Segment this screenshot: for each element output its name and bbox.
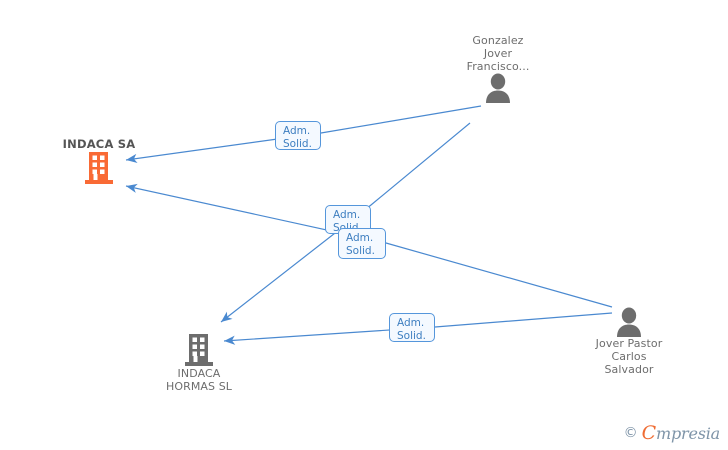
edge-label-jover-indacasa[interactable]: Adm. Solid. [338, 228, 386, 259]
edge-jover-to-indacasa-arrowhead-icon [126, 183, 138, 193]
empresia-logo-text: Cmpresia [641, 422, 721, 444]
node-jover-pastor-carlos-salvador[interactable]: Jover Pastor Carlos Salvador [569, 307, 689, 376]
node-label-indaca-hormas-sl: INDACA HORMAS SL [165, 367, 233, 393]
node-indaca-hormas-sl[interactable]: INDACA HORMAS SL [154, 333, 244, 393]
edge-label-jover-hormas[interactable]: Adm. Solid. [389, 313, 435, 342]
edge-gonzalez-to-indacasa[interactable] [125, 105, 482, 165]
edge-jover-to-indacasa[interactable] [125, 182, 613, 308]
edge-gonzalez-to-hormas[interactable] [218, 122, 471, 326]
building-icon [84, 151, 114, 185]
building-icon [184, 333, 214, 367]
node-indaca-sa[interactable]: INDACA SA [59, 138, 139, 185]
edge-jover-to-hormas-arrowhead-icon [224, 335, 236, 345]
edge-gonzalez-to-hormas-arrowhead-icon [221, 311, 233, 322]
node-gonzalez-jover-francisco[interactable]: Gonzalez Jover Francisco... [438, 34, 558, 103]
node-label-indaca-sa: INDACA SA [62, 137, 136, 151]
copyright-icon: © [623, 425, 638, 441]
person-icon [613, 307, 645, 337]
edge-label-gonzalez-indacasa[interactable]: Adm. Solid. [275, 121, 321, 150]
edge-jover-to-indacasa-line [125, 185, 613, 308]
person-icon [482, 73, 514, 103]
edge-gonzalez-to-indacasa-line [125, 105, 482, 161]
empresia-logo-cap: C [641, 422, 657, 444]
edge-gonzalez-to-hormas-line [220, 122, 471, 323]
edge-jover-to-hormas-line [223, 312, 613, 342]
edge-jover-to-hormas[interactable] [223, 312, 613, 346]
node-label-gonzalez-jover-francisco: Gonzalez Jover Francisco... [466, 34, 530, 73]
node-label-jover-pastor-carlos-salvador: Jover Pastor Carlos Salvador [595, 337, 663, 376]
empresia-watermark: © Cmpresia [623, 422, 721, 444]
edge-gonzalez-to-indacasa-arrowhead-icon [126, 153, 138, 164]
empresia-logo-rest: mpresia [656, 424, 720, 443]
